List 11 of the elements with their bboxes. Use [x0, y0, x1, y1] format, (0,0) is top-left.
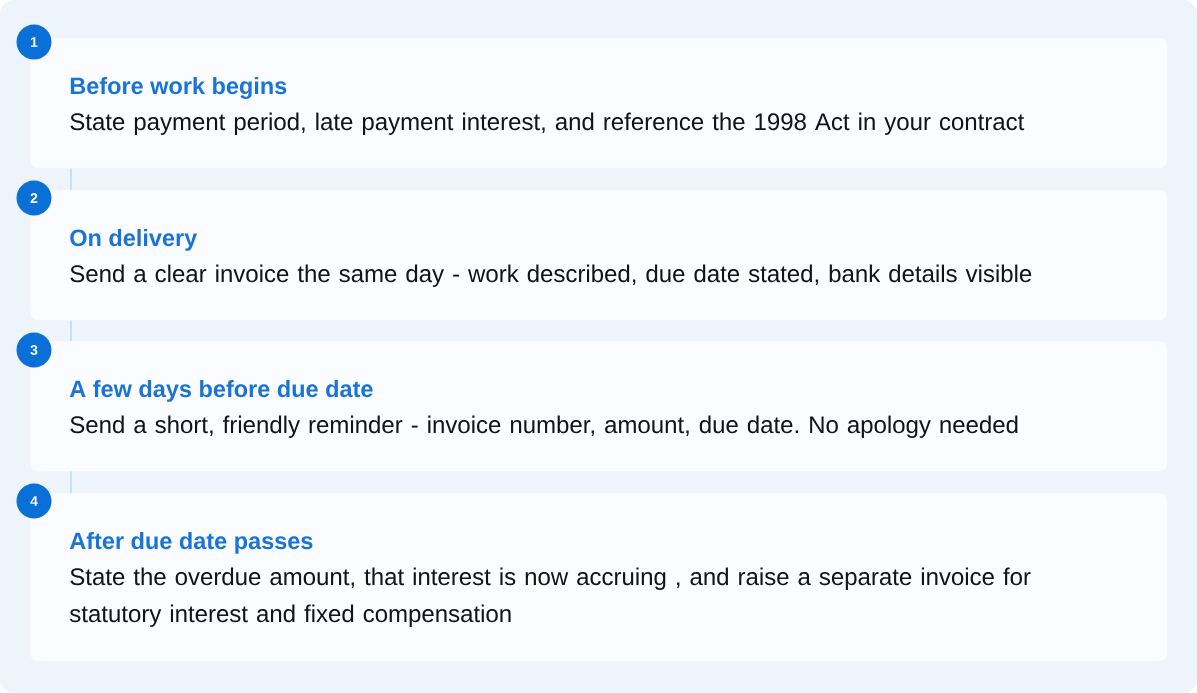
step-title: Before work begins	[70, 77, 287, 99]
step-title: On delivery	[70, 229, 198, 251]
step-description: State the overdue amount, that interest is now accruing , and raise a separate invoice for statutory interest and fixed compensation	[69, 567, 1031, 627]
step-description: Send a short, friendly reminder - invoice number, amount, due date. No apology needed	[70, 415, 1018, 438]
step-title: After due date passes	[69, 531, 313, 554]
connector-line	[70, 167, 72, 191]
step-description: State payment period, late payment interest, and reference the 1998 Act in your contract	[70, 112, 1025, 135]
connector-line	[70, 319, 72, 342]
step-description: Send a clear invoice the same day - work described, due date stated, bank details visible	[70, 264, 1032, 287]
step-title: A few days before due date	[69, 380, 373, 402]
connector-line	[70, 470, 72, 494]
